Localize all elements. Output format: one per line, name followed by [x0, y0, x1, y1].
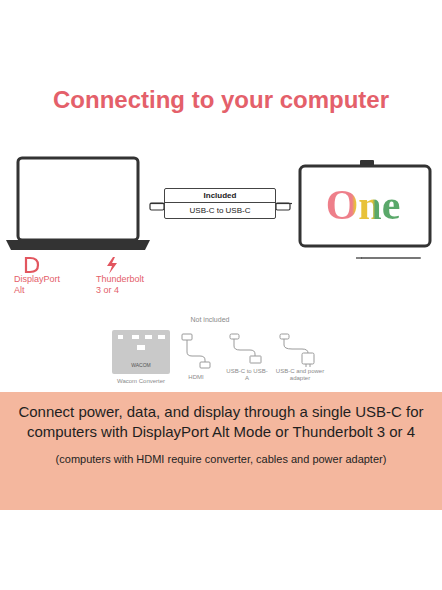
port — [118, 335, 123, 339]
node-text: Connect power, data, and display through… — [14, 402, 428, 442]
pen-tip — [356, 257, 362, 258]
port — [137, 345, 145, 350]
item-label: Not included — [170, 316, 250, 323]
summary-band: Connect power, data, and display through… — [0, 392, 442, 510]
node-text: One — [324, 184, 403, 226]
node-text: USB-C to USB-C — [165, 203, 275, 218]
pen — [362, 257, 420, 259]
item-label: Wacom Converter — [100, 378, 182, 384]
port — [158, 335, 165, 339]
usb-c-power-adapter — [280, 334, 314, 367]
node-text: Included — [165, 189, 275, 203]
port — [132, 335, 139, 339]
hdmi-cable — [182, 334, 210, 368]
usb-c-to-usb-a-cable — [230, 334, 261, 363]
node-text: (computers with HDMI require converter, … — [14, 452, 428, 466]
cable-line — [276, 203, 292, 204]
node-text: Thunderbolt 3 or 4 — [96, 274, 150, 296]
usb-c-plug — [150, 203, 164, 210]
item-label: USB-C and power adapter — [274, 368, 326, 382]
item-label: HDMI — [176, 374, 216, 380]
tablet-outline — [300, 166, 430, 246]
laptop-base — [6, 240, 150, 250]
computer: DisplayPort Alt Thunderbolt 3 or 4 — [8, 150, 150, 300]
cable-box: IncludedUSB-C to USB-C — [164, 188, 276, 219]
laptop-screen — [18, 158, 138, 240]
item-label: WACOM — [112, 362, 170, 368]
displayport-logo — [26, 258, 38, 272]
cable-line — [150, 203, 164, 204]
thunderbolt-icon — [107, 257, 117, 274]
item-label: USB-C to USB-A — [226, 368, 268, 382]
title: Connecting to your computer — [0, 86, 442, 114]
node-text: DisplayPort Alt — [14, 274, 66, 296]
port — [145, 335, 152, 339]
tablet: One — [292, 158, 434, 252]
wacom-converter — [112, 330, 170, 374]
